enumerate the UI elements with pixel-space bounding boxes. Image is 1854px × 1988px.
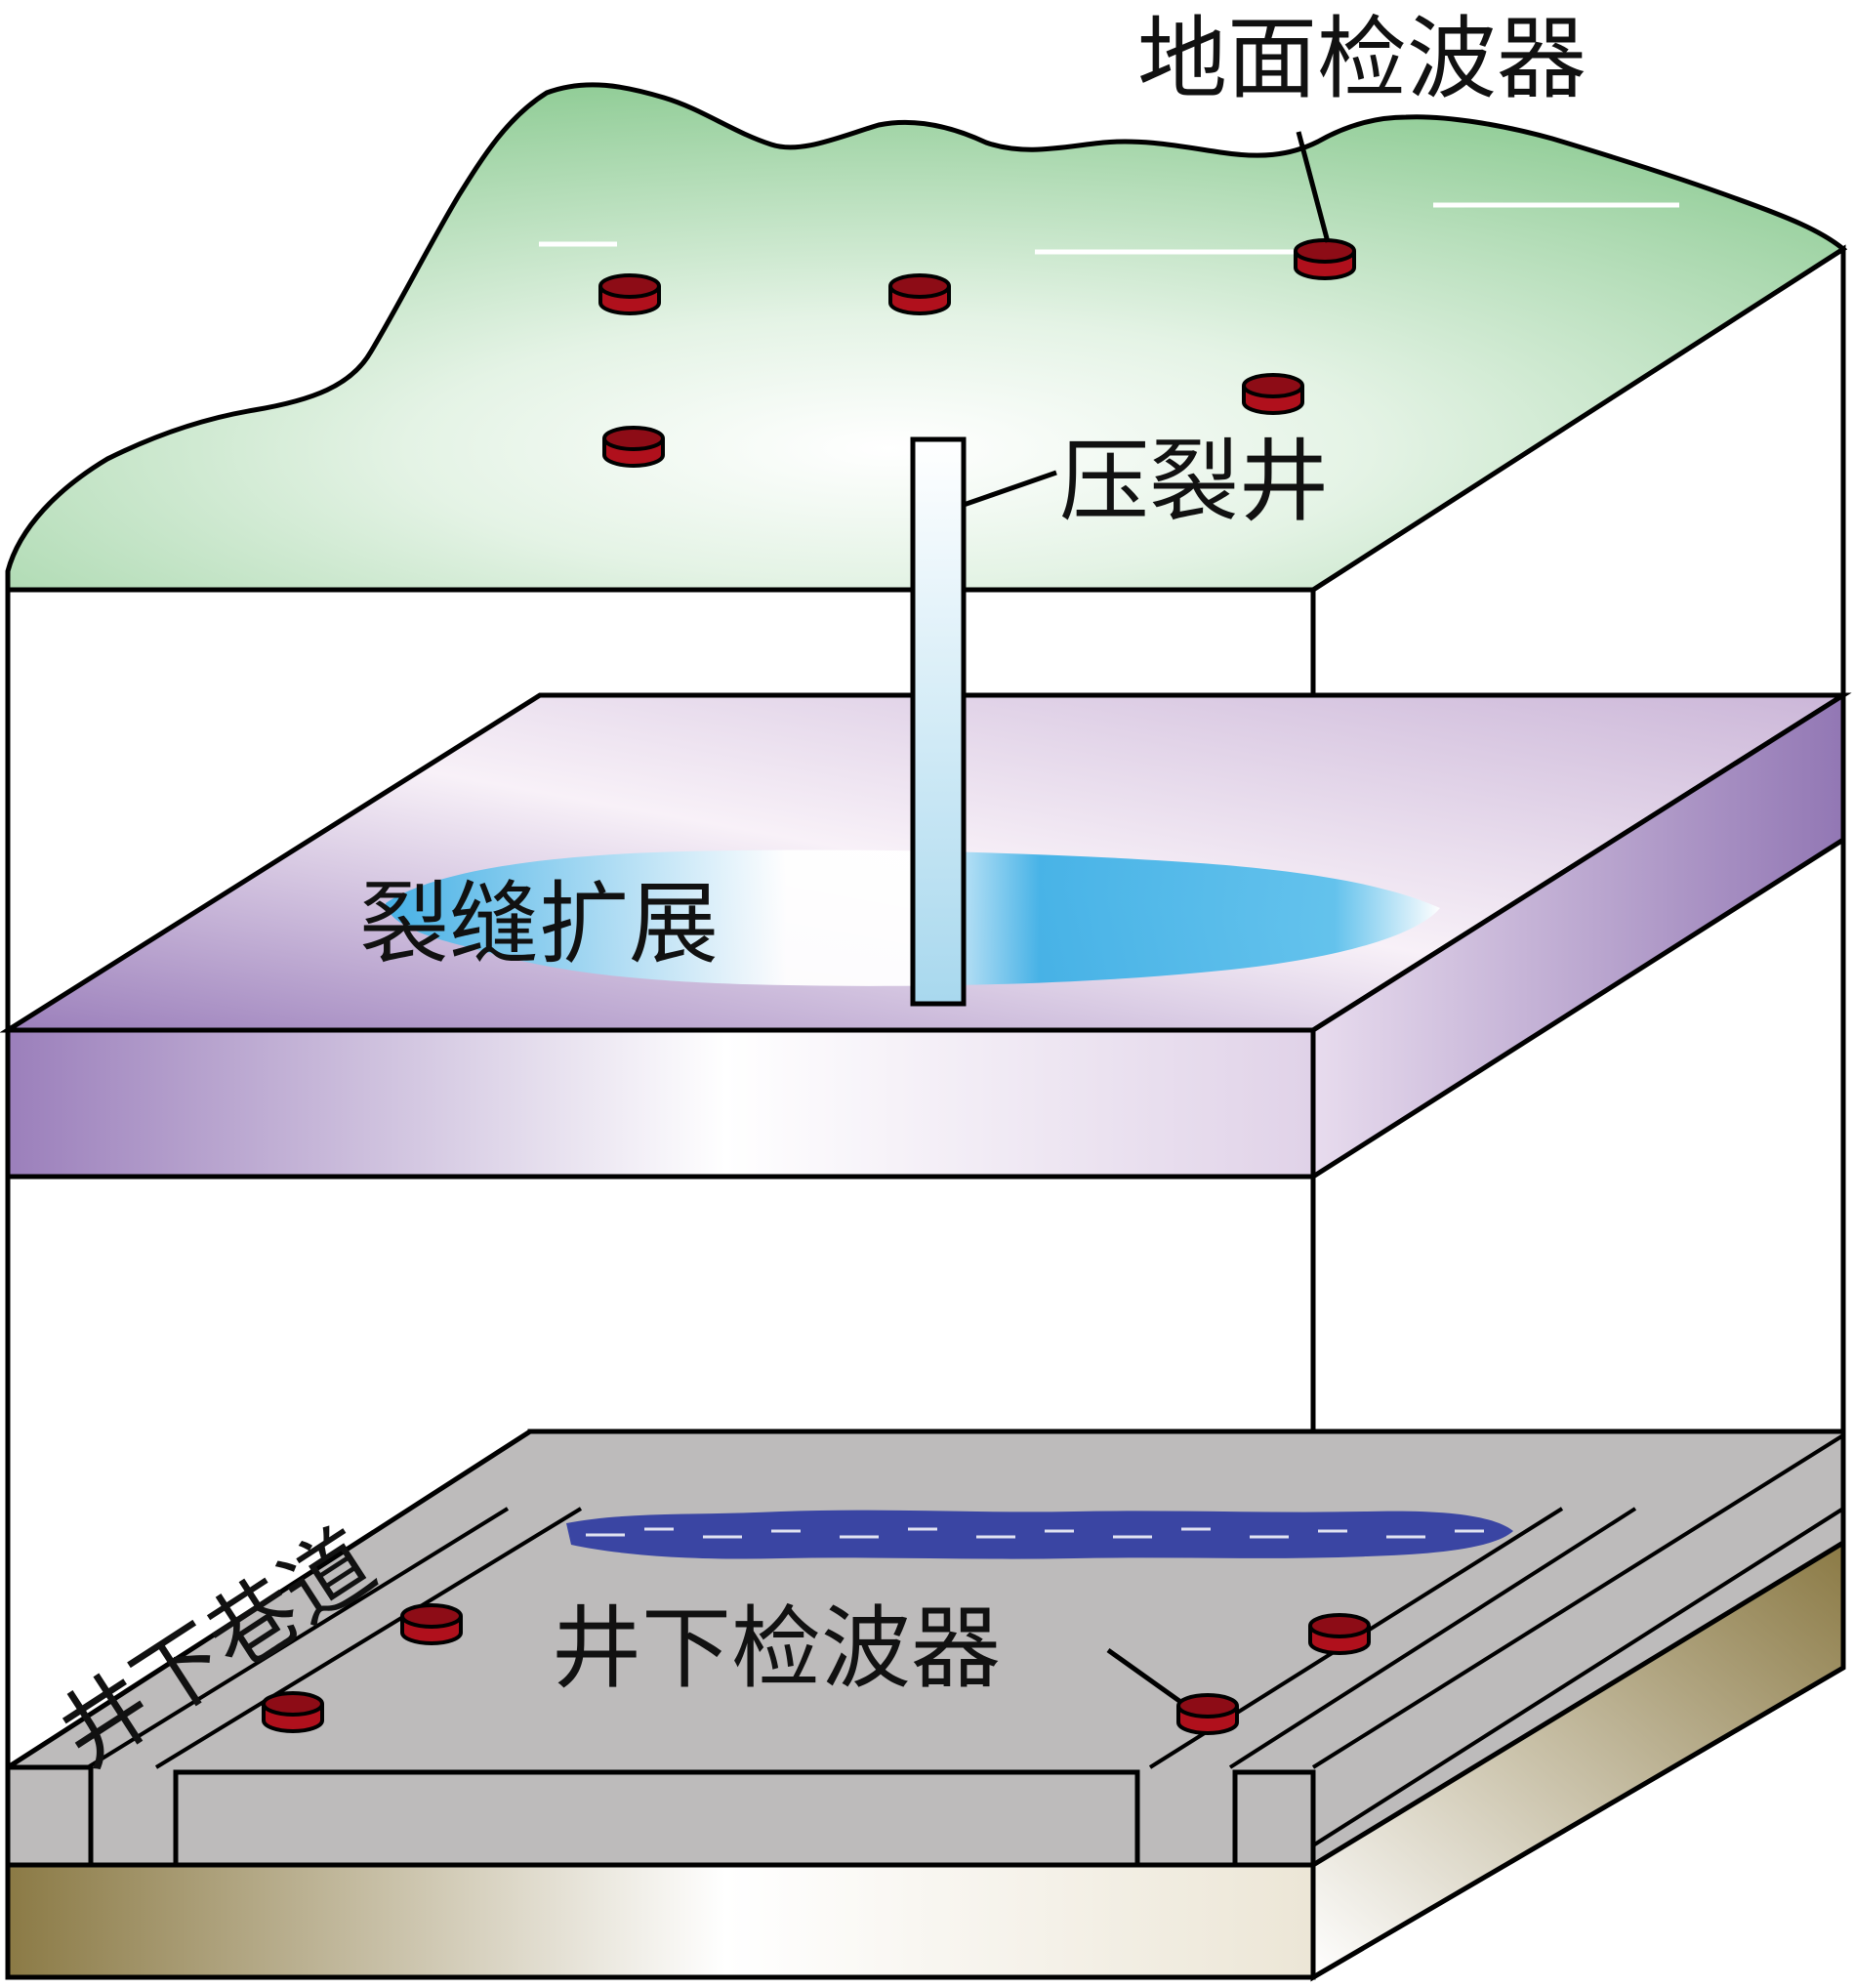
label-underground-geophone: 井下检波器	[552, 1596, 1001, 1701]
frac-well-leader	[963, 470, 1057, 508]
geophone-icon	[598, 273, 661, 315]
surface-geophones	[598, 131, 1356, 468]
geophone-icon	[602, 426, 665, 468]
geophone-icon	[1294, 238, 1356, 280]
microseismic-events	[566, 1510, 1513, 1559]
geophone-icon	[1308, 1613, 1371, 1655]
geophone-icon	[1176, 1693, 1239, 1735]
fracturing-well	[910, 436, 1057, 1007]
label-fracture-propagation: 裂缝扩展	[359, 872, 719, 976]
geophone-icon	[262, 1691, 324, 1733]
surface-geophone-leader	[1296, 131, 1331, 243]
microseismic-event-icon	[566, 1510, 1513, 1559]
geophone-icon	[1242, 373, 1304, 415]
geophone-icon	[888, 273, 951, 315]
underground-geophone-leader	[1106, 1647, 1181, 1704]
underground-geophones	[262, 1603, 1371, 1735]
surface-terrain	[5, 82, 1848, 593]
label-surface-geophone: 地面检波器	[1137, 7, 1586, 111]
geophone-icon	[400, 1603, 463, 1645]
label-frac-well: 压裂井	[1059, 430, 1329, 534]
